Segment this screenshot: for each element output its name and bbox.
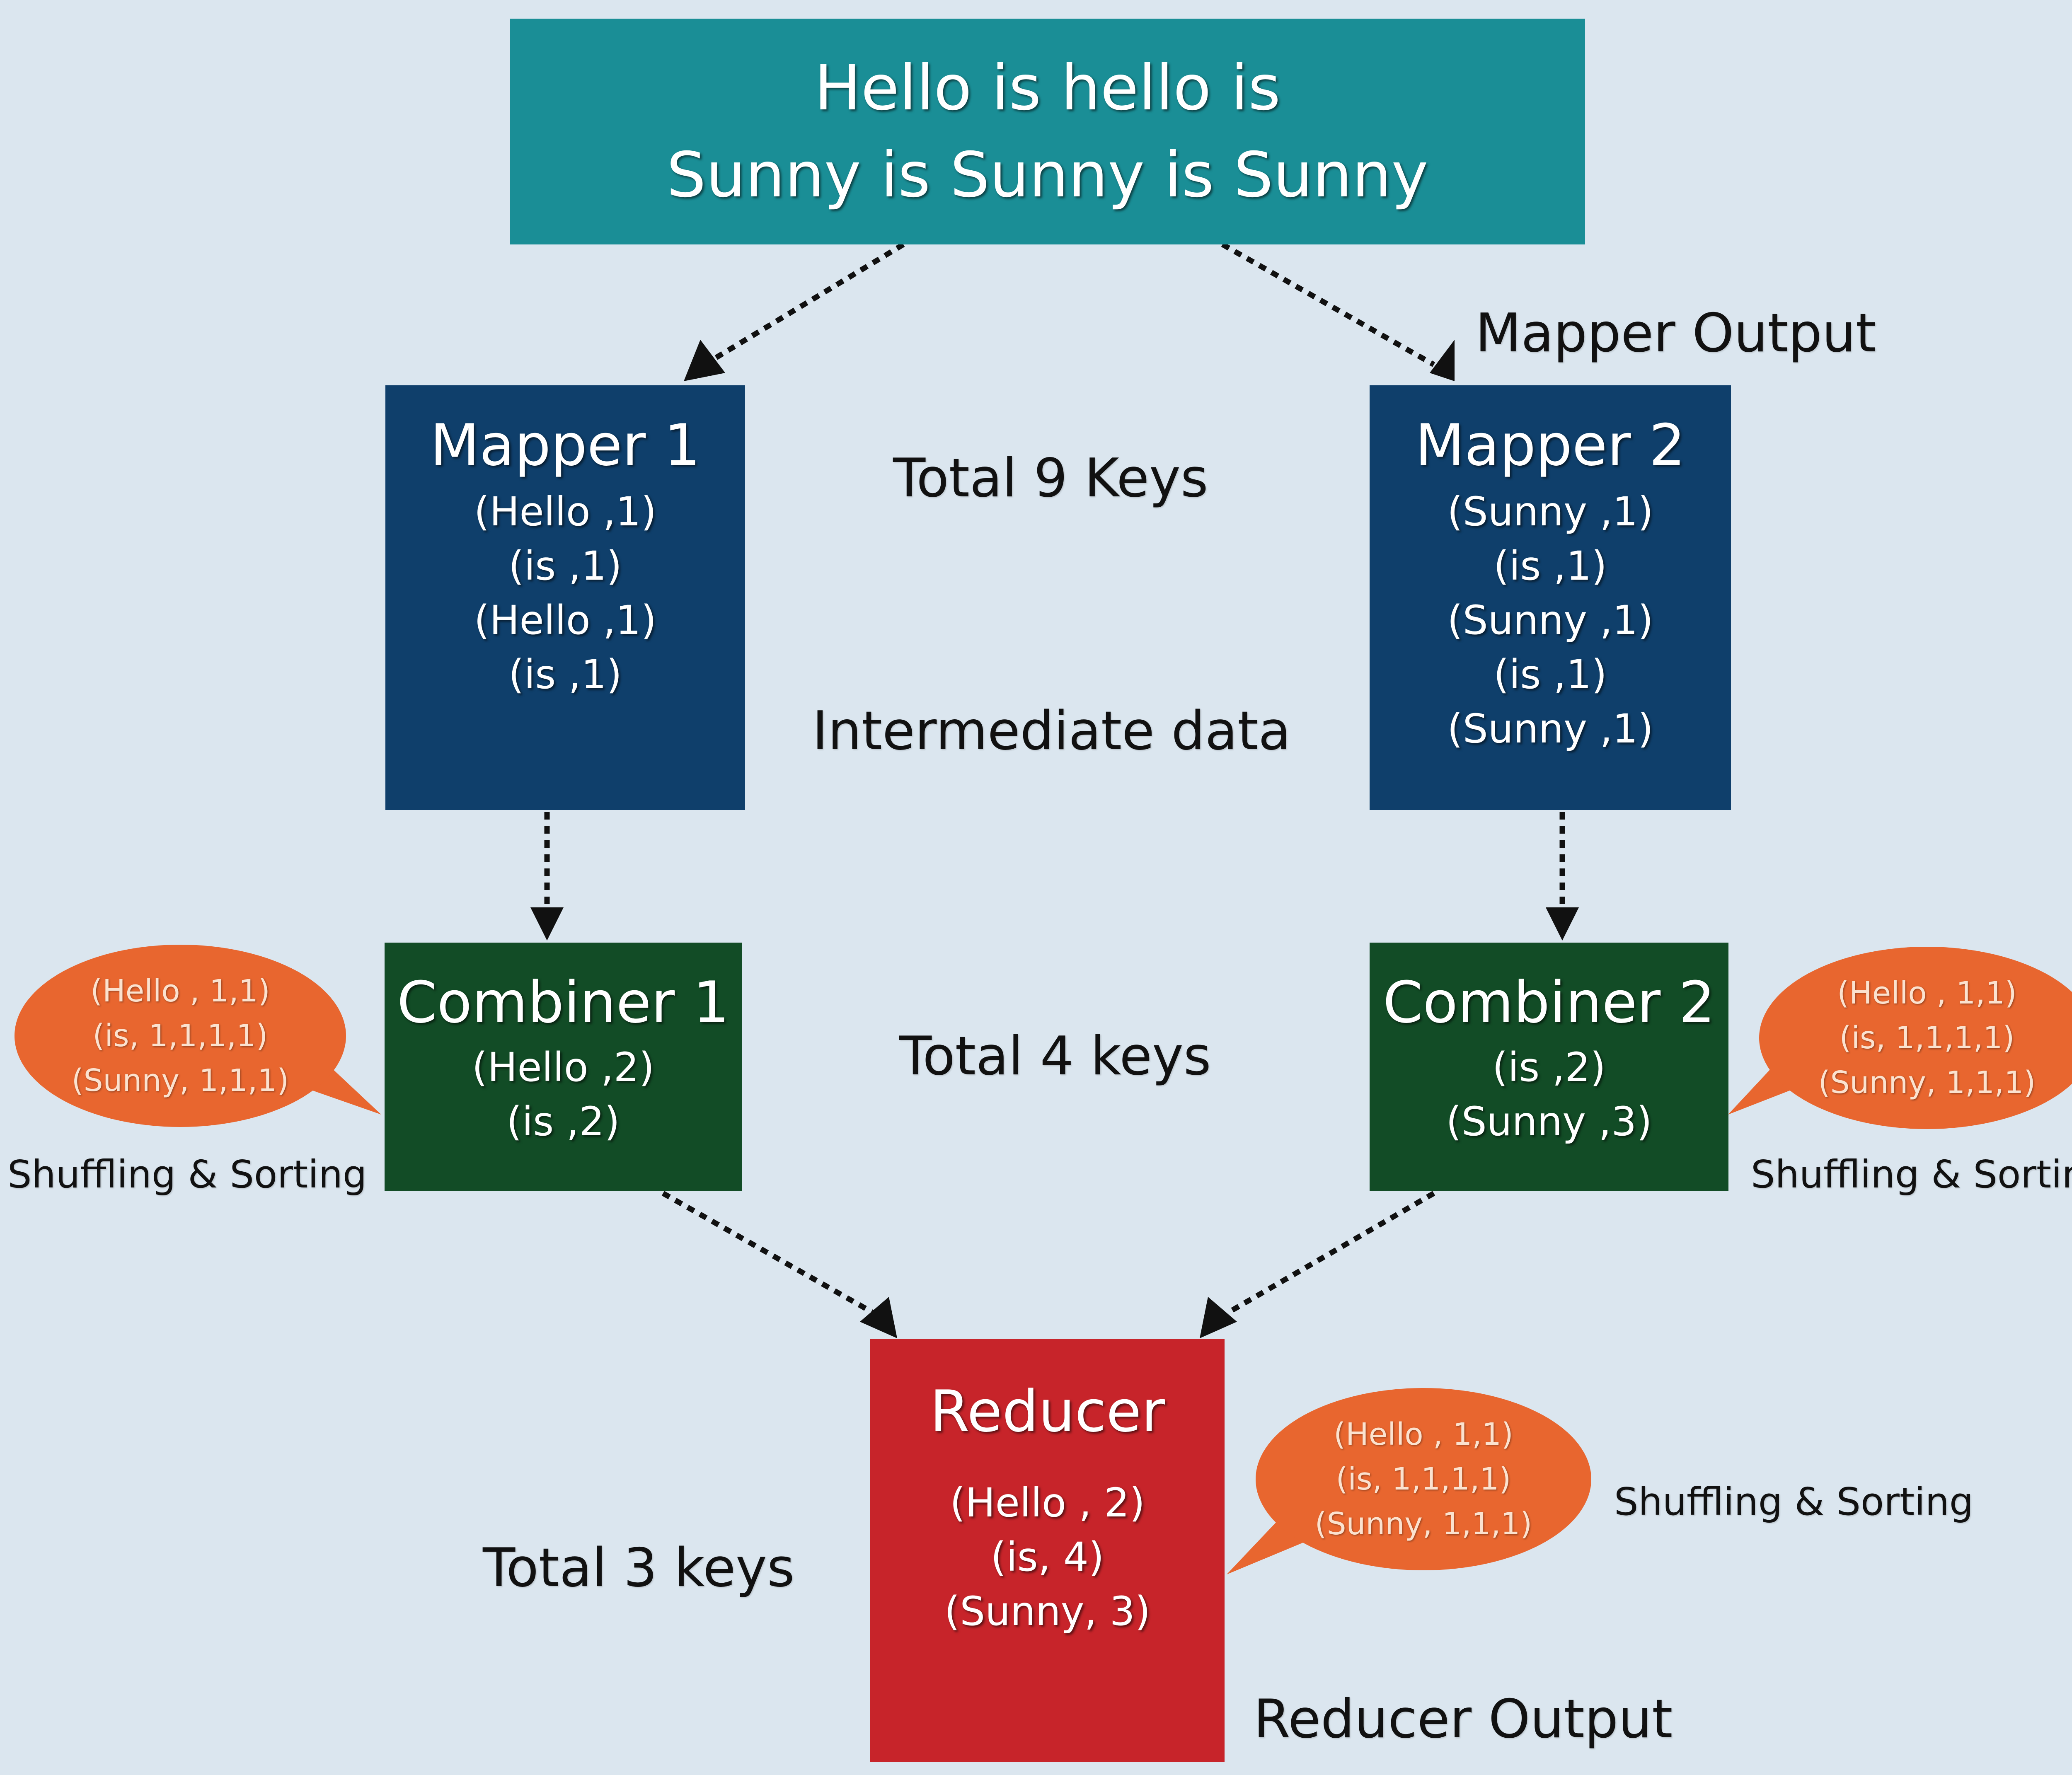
- arrow-combiner1-to-reducer: [661, 1191, 876, 1316]
- arrow-combiner2-to-reducer: [1225, 1191, 1435, 1316]
- intermediate-data-label: Intermediate data: [812, 700, 1291, 762]
- mapper2-pair-4: (is ,1): [1493, 651, 1607, 698]
- bubble-bottom-line-2: (is, 1,1,1,1): [1336, 1461, 1511, 1497]
- combiner1-pair-2: (is ,2): [506, 1098, 620, 1145]
- bubble-right-line-1: (Hello , 1,1): [1837, 975, 2017, 1011]
- combiner2-box: Combiner 2 (is ,2) (Sunny ,3): [1370, 943, 1728, 1191]
- input-line-2: Sunny is Sunny is Sunny: [666, 139, 1428, 211]
- arrowhead-reducer-left: [860, 1297, 897, 1338]
- input-line-1: Hello is hello is: [814, 52, 1281, 124]
- mapper2-title: Mapper 2: [1415, 412, 1686, 479]
- arrowhead-mapper1: [684, 340, 725, 381]
- mapper1-title: Mapper 1: [430, 412, 701, 479]
- mapper2-pair-3: (Sunny ,1): [1447, 597, 1653, 643]
- reducer-pair-1: (Hello , 2): [950, 1480, 1145, 1526]
- arrow-input-to-mapper1: [703, 242, 905, 367]
- bubble-right-line-2: (is, 1,1,1,1): [1839, 1020, 2015, 1056]
- mapper-output-label: Mapper Output: [1475, 302, 1877, 364]
- reducer-pair-3: (Sunny, 3): [944, 1588, 1151, 1635]
- bubble-bottom: (Hello , 1,1) (is, 1,1,1,1) (Sunny, 1,1,…: [1256, 1388, 1591, 1570]
- reducer-output-label: Reducer Output: [1254, 1688, 1673, 1750]
- mapper2-box: Mapper 2 (Sunny ,1) (is ,1) (Sunny ,1) (…: [1370, 385, 1731, 810]
- total-3-keys-label: Total 3 keys: [483, 1537, 795, 1599]
- mapper1-pair-2: (is ,1): [508, 543, 622, 589]
- combiner1-pair-1: (Hello ,2): [472, 1044, 655, 1091]
- mapper1-pair-4: (is ,1): [508, 651, 622, 698]
- arrowhead-combiner1: [530, 907, 564, 941]
- total-9-keys-label: Total 9 Keys: [893, 447, 1208, 509]
- reducer-box: Reducer (Hello , 2) (is, 4) (Sunny, 3): [870, 1339, 1225, 1762]
- combiner2-pair-1: (is ,2): [1492, 1044, 1606, 1091]
- shuffling-sorting-left-label: Shuffling & Sorting: [7, 1152, 367, 1197]
- combiner1-box: Combiner 1 (Hello ,2) (is ,2): [385, 943, 742, 1191]
- mapper2-pair-5: (Sunny ,1): [1447, 706, 1653, 752]
- mapper1-pair-3: (Hello ,1): [474, 597, 657, 643]
- reducer-title: Reducer: [929, 1378, 1165, 1445]
- bubble-left-line-2: (is, 1,1,1,1): [92, 1018, 268, 1054]
- bubble-left-line-3: (Sunny, 1,1,1): [71, 1063, 289, 1098]
- shuffling-sorting-bottom-label: Shuffling & Sorting: [1614, 1480, 1974, 1524]
- total-4-keys-label: Total 4 keys: [899, 1025, 1211, 1087]
- combiner2-title: Combiner 2: [1383, 969, 1715, 1036]
- bubble-left: (Hello , 1,1) (is, 1,1,1,1) (Sunny, 1,1,…: [15, 945, 346, 1127]
- reducer-pair-2: (is, 4): [990, 1534, 1104, 1580]
- bubble-left-line-1: (Hello , 1,1): [90, 973, 270, 1009]
- arrowhead-reducer-right: [1200, 1297, 1237, 1338]
- combiner2-pair-2: (Sunny ,3): [1446, 1098, 1652, 1145]
- arrowhead-mapper2: [1430, 340, 1455, 381]
- bubble-right: (Hello , 1,1) (is, 1,1,1,1) (Sunny, 1,1,…: [1759, 947, 2072, 1129]
- mapper2-pair-2: (is ,1): [1493, 543, 1607, 589]
- mapper1-box: Mapper 1 (Hello ,1) (is ,1) (Hello ,1) (…: [385, 385, 745, 810]
- bubble-bottom-line-3: (Sunny, 1,1,1): [1314, 1506, 1532, 1542]
- shuffling-sorting-right-label: Shuffling & Sorting: [1751, 1152, 2072, 1197]
- arrowhead-combiner2: [1546, 907, 1579, 941]
- arrow-input-to-mapper2: [1221, 242, 1435, 367]
- combiner1-title: Combiner 1: [397, 969, 729, 1036]
- bubble-right-line-3: (Sunny, 1,1,1): [1818, 1065, 2036, 1100]
- mapper2-pair-1: (Sunny ,1): [1447, 488, 1653, 535]
- bubble-bottom-line-1: (Hello , 1,1): [1334, 1417, 1513, 1452]
- mapper1-pair-1: (Hello ,1): [474, 488, 657, 535]
- input-text-box: Hello is hello is Sunny is Sunny is Sunn…: [510, 19, 1585, 244]
